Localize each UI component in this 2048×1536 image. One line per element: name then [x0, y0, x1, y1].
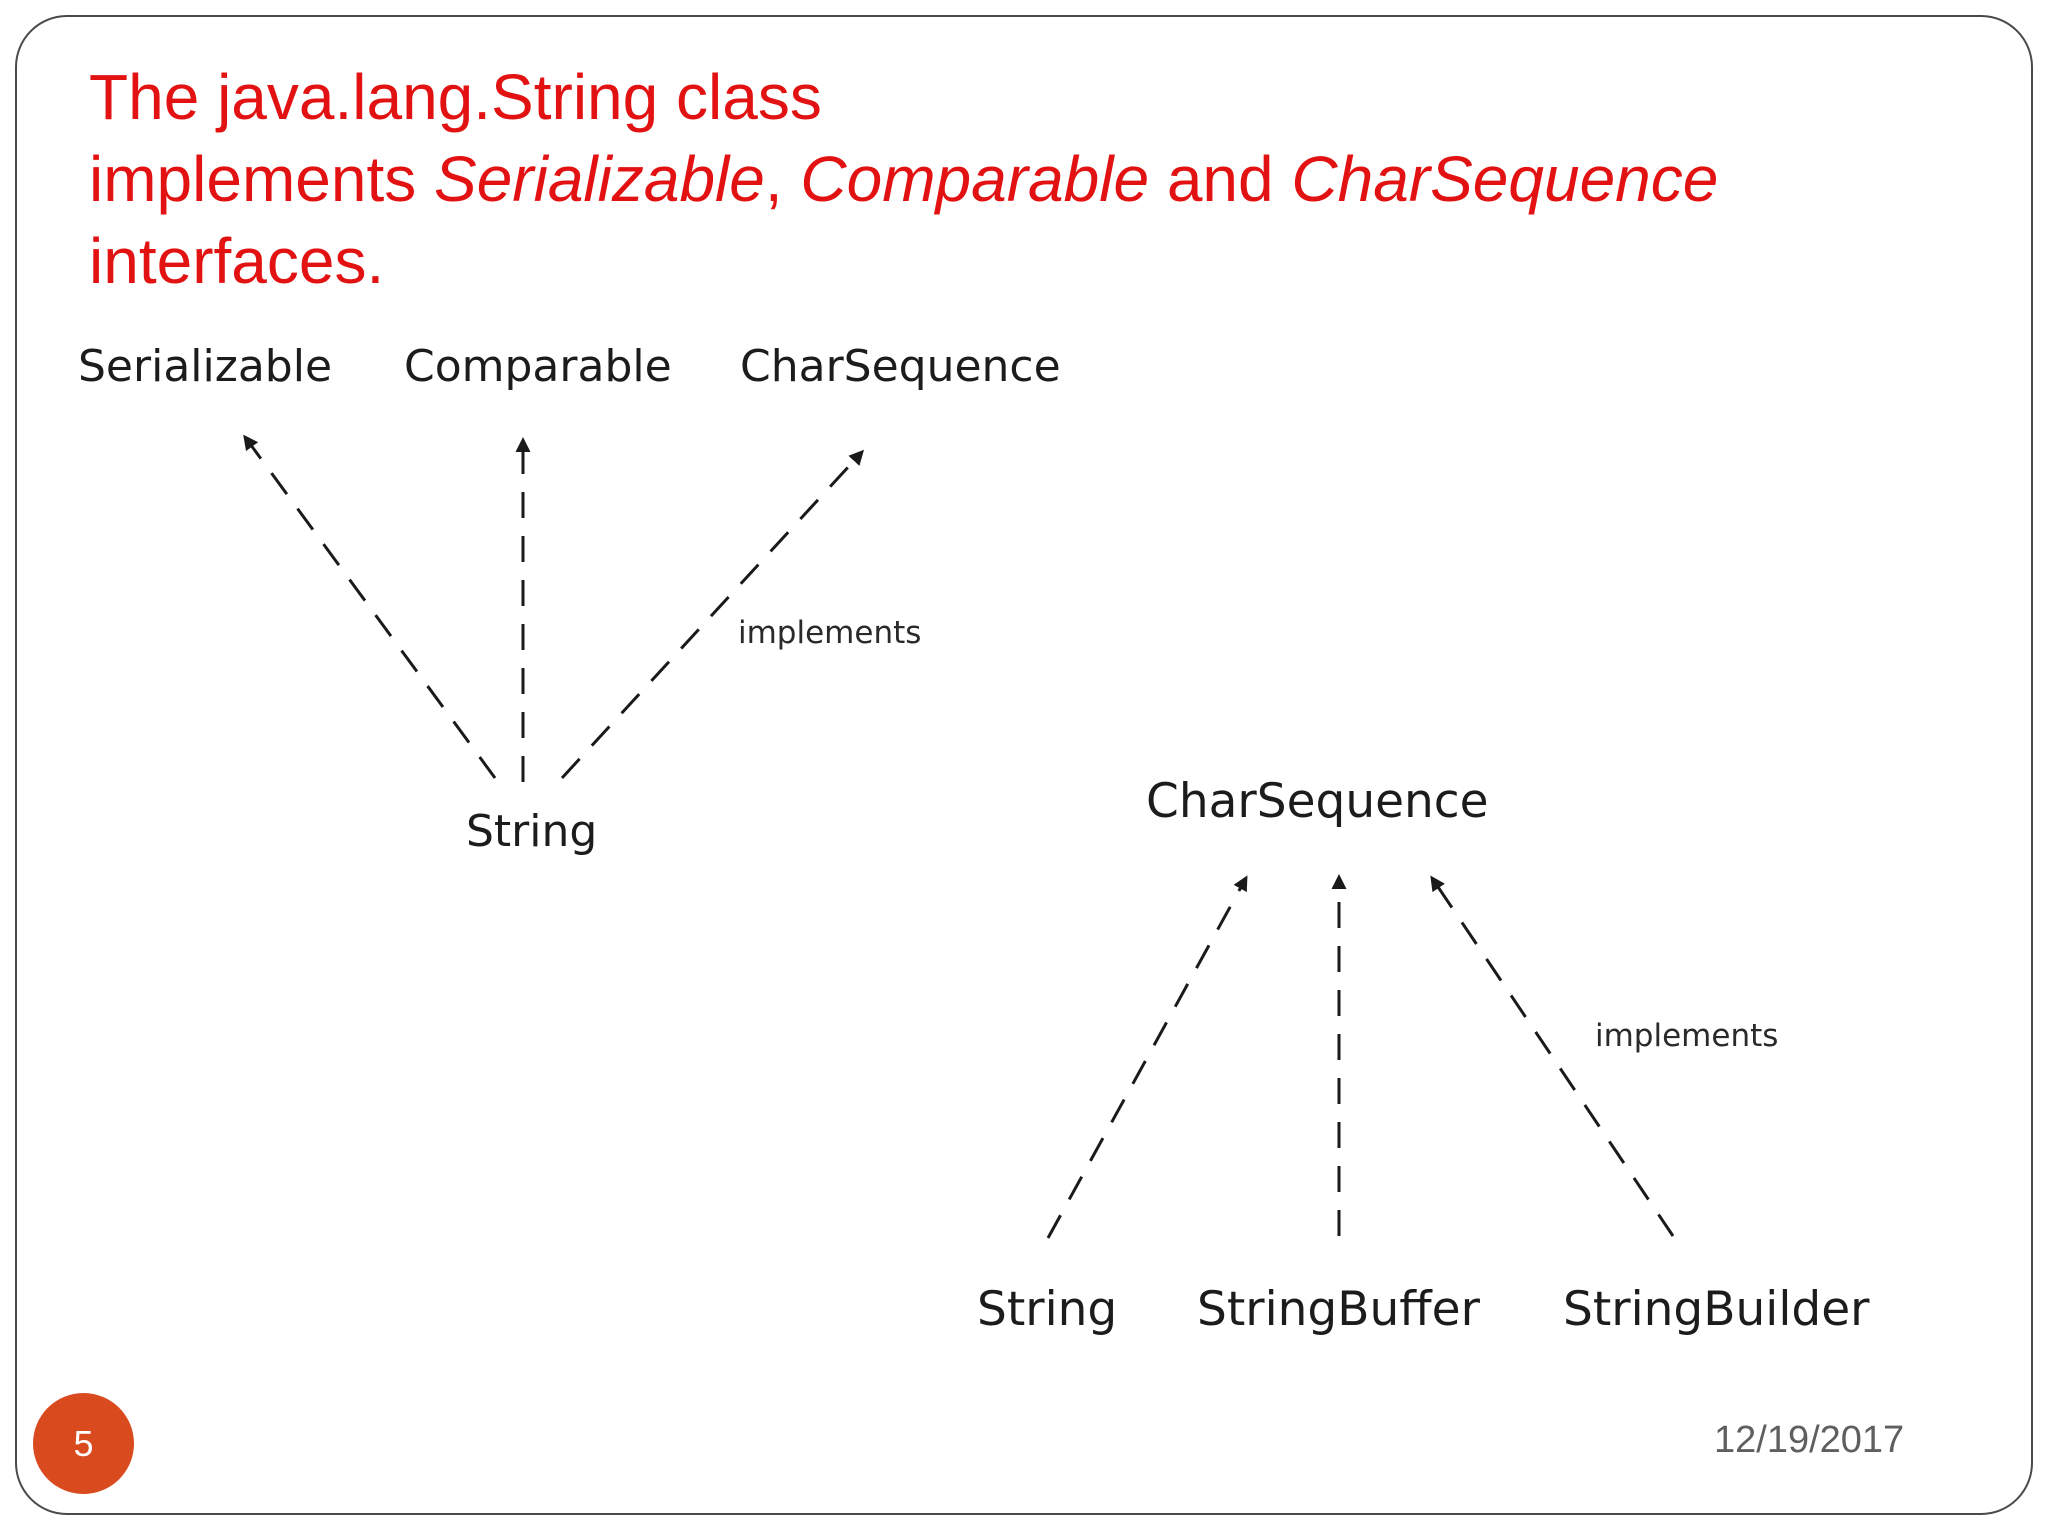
slide-frame — [15, 15, 2033, 1515]
title-text: , — [764, 143, 801, 215]
title-line-3: interfaces. — [89, 225, 385, 297]
node-comparable: Comparable — [404, 341, 672, 392]
title-text: and — [1149, 143, 1292, 215]
node-serializable: Serializable — [78, 341, 333, 392]
node-stringbuilder: StringBuilder — [1563, 1282, 1870, 1337]
slide-number: 5 — [73, 1422, 94, 1464]
node-charsequence: CharSequence — [740, 341, 1061, 392]
title-line-2: implements Serializable, Comparable and … — [89, 138, 1949, 220]
title-line-1: The java.lang.String class — [89, 61, 822, 133]
node-string: String — [466, 806, 598, 857]
slide-date: 12/19/2017 — [1714, 1419, 1905, 1461]
arrow-string-to-serializable — [243, 434, 497, 779]
arrow-stringbuilder-to-charsequence — [1430, 875, 1675, 1237]
title-charsequence: CharSequence — [1291, 143, 1719, 215]
edge-label-implements: implements — [738, 615, 922, 651]
node-charsequence-2: CharSequence — [1146, 774, 1489, 829]
arrow-string-to-charsequence — [560, 449, 865, 780]
node-string-2: String — [977, 1282, 1118, 1337]
title-serializable: Serializable — [434, 143, 765, 215]
title-comparable: Comparable — [800, 143, 1150, 215]
edge-label-implements-2: implements — [1595, 1018, 1779, 1054]
slide-title: The java.lang.String class implements Se… — [89, 56, 1949, 302]
node-stringbuffer: StringBuffer — [1197, 1282, 1480, 1337]
slide-number-badge: 5 — [33, 1393, 134, 1494]
arrow-string-to-charsequence-2 — [1046, 875, 1248, 1239]
title-text: implements — [89, 143, 434, 215]
